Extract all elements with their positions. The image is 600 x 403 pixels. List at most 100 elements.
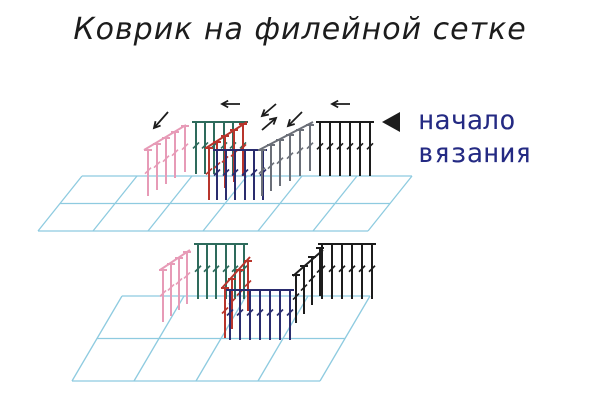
stitch-tick: [167, 283, 175, 291]
bottom-black-wall-stitch: [292, 274, 300, 323]
grid-line-v: [257, 295, 309, 382]
top-gray-block-stitch: [286, 134, 294, 181]
stitch-tick: [181, 143, 189, 151]
stitch-tick: [348, 265, 356, 273]
grid-line-v: [319, 295, 371, 382]
start-label: начало вязания: [418, 104, 593, 170]
bottom-teal-block-stitch: [194, 243, 202, 299]
bottom-black-block-stitch: [338, 243, 346, 299]
stitch-tick: [246, 308, 254, 317]
stitch-tick: [222, 168, 230, 177]
bottom-navy-block-stitch: [266, 289, 274, 340]
bottom-pink-block-stitch: [175, 257, 183, 310]
stitch-tick: [183, 271, 191, 279]
top-black-block-stitch: [336, 121, 344, 176]
grid-line-v: [202, 175, 248, 232]
stitch-tick: [194, 265, 202, 273]
grid-line-v: [71, 295, 123, 382]
arrow-head: [286, 119, 295, 128]
stitch-tick: [292, 293, 300, 301]
arrow-head: [220, 99, 229, 109]
top-black-block-stitch: [346, 121, 354, 176]
start-label-line2: вязания: [418, 138, 532, 169]
top-red-block-stitch: [205, 147, 213, 200]
bottom-pink-bar: [159, 249, 191, 271]
grid-layer: [37, 175, 413, 382]
top-pink-block-stitch: [153, 143, 161, 190]
top-gray-block-stitch: [267, 144, 275, 191]
grid-line-v: [257, 175, 303, 232]
stitch-tick: [226, 308, 234, 317]
stitch-tick: [336, 142, 344, 150]
bottom-black-block-stitch: [328, 243, 336, 299]
top-pink-block-stitch: [171, 131, 179, 178]
stitch-tick: [231, 168, 239, 177]
arrow-shaft: [261, 117, 277, 131]
stitch-tick: [201, 141, 209, 149]
stitch-tick: [276, 157, 284, 165]
stitch-tick: [318, 265, 326, 273]
stitch-tick: [221, 306, 229, 315]
start-triangle-icon: [382, 112, 400, 132]
arrow-shaft: [287, 111, 303, 127]
stitch-tick: [236, 308, 244, 317]
stitch-tick: [300, 284, 308, 292]
top-red-bar: [205, 121, 248, 149]
arrow-layer: [152, 99, 400, 132]
grid-line-v: [92, 175, 138, 232]
stitch-tick: [250, 168, 258, 177]
grid-line-v: [133, 295, 185, 382]
stitch-tick: [308, 275, 316, 283]
top-pink-bar: [143, 124, 187, 151]
stitch-tick: [356, 142, 364, 150]
bottom-navy-block-stitch: [276, 289, 284, 340]
arrow-down-left-icon: [152, 111, 169, 130]
top-pink-block-stitch: [162, 137, 170, 184]
bottom-grid: [71, 295, 371, 382]
stitch-tick: [306, 142, 314, 150]
top-black-block-stitch: [356, 121, 364, 176]
stitch-tick: [153, 161, 161, 169]
arrow-head: [152, 120, 161, 130]
stitch-tick: [192, 141, 200, 149]
stitch-tick: [368, 265, 376, 273]
top-black-block-stitch: [366, 121, 374, 176]
top-gray-block-stitch: [306, 124, 314, 171]
stitch-tick: [286, 152, 294, 160]
stitch-tick: [162, 155, 170, 163]
top-black-block-stitch: [326, 121, 334, 176]
stitch-tick: [296, 147, 304, 155]
stitch-tick: [222, 265, 230, 273]
top-grid: [37, 175, 413, 232]
bottom-teal-block-stitch: [203, 243, 211, 299]
grid-line-v: [312, 175, 358, 232]
bottom-black-diag: [292, 249, 324, 277]
stitch-tick: [267, 162, 275, 170]
stitch-tick: [286, 308, 294, 317]
stitch-tick: [258, 167, 266, 175]
grid-line-v: [367, 175, 413, 232]
arrow-left-icon: [330, 99, 350, 109]
stitch-tick: [256, 308, 264, 317]
bottom-black-block-stitch: [368, 243, 376, 299]
bottom-black-wall-stitch: [308, 256, 316, 305]
stitch-tick: [338, 265, 346, 273]
bottom-navy-block-stitch: [236, 289, 244, 340]
grid-line-v: [195, 295, 247, 382]
arrow-shaft: [261, 103, 277, 117]
stitch-tick: [326, 142, 334, 150]
stitch-tick: [244, 279, 252, 288]
top-gray-block-stitch: [258, 149, 266, 196]
stitch-tick: [328, 265, 336, 273]
stitch-tick: [366, 142, 374, 150]
top-pink-block-stitch: [181, 125, 189, 172]
bottom-red-bar: [221, 256, 251, 289]
top-gray-block-stitch: [296, 129, 304, 176]
bottom-navy-block-stitch: [256, 289, 264, 340]
stitch-tick: [346, 142, 354, 150]
stitch-tick: [316, 142, 324, 150]
stitch-tick: [231, 265, 239, 273]
stitch-tick: [175, 277, 183, 285]
stitch-layer: [143, 121, 376, 340]
grid-line-v: [147, 175, 193, 232]
